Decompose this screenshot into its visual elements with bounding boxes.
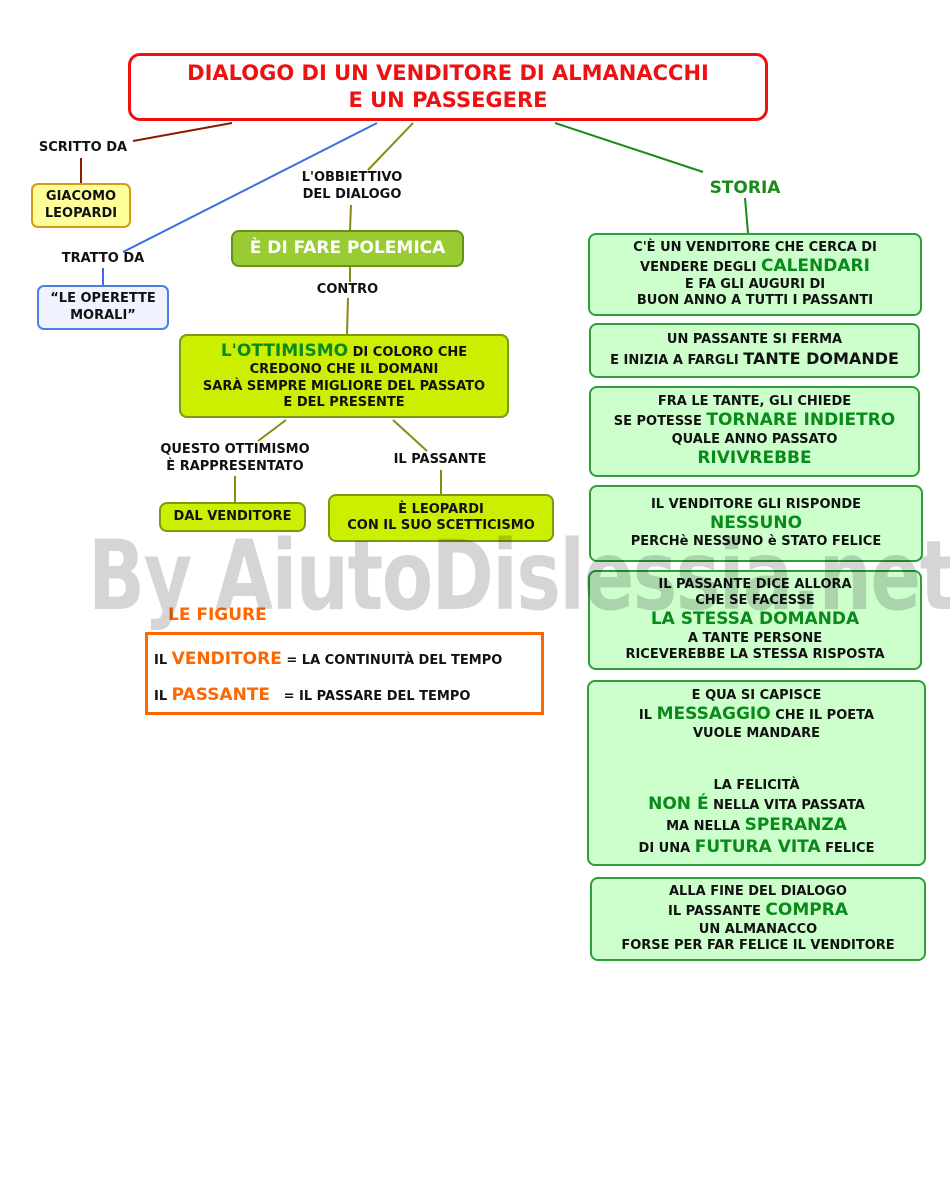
ottimismo-line-3: SARÀ SEMPRE MIGLIORE DEL PASSATO [202,378,486,394]
ottimismo-box: L'OTTIMISMO DI COLORO CHE CREDONO CHE IL… [179,334,509,418]
storia-1-line-4: BUON ANNO A TUTTI I PASSANTI [636,293,874,309]
watermark: By AiutoDislessia.net [88,520,950,632]
storia-3-line-1: FRA LE TANTE, GLI CHIEDE [657,394,852,409]
storia-3-line-2-pre: SE POTESSE [613,414,707,430]
storia-6-highlight-4: FUTURA VITA [694,836,821,857]
figure-row-venditore: IL VENDITORE = LA CONTINUITÀ DEL TEMPO [154,649,502,669]
rappresentato-line-2: È RAPPRESENTATO [166,458,304,474]
polemica-box: È DI FARE POLEMICA [231,230,464,267]
contro-label: CONTRO [316,282,379,297]
figure-row-1-key: VENDITORE [171,649,282,669]
storia-2-emphasis: TANTE DOMANDE [743,348,899,368]
storia-6-line-6-pre: MA NELLA [666,819,745,835]
ottimismo-line-2: CREDONO CHE IL DOMANI [249,362,439,378]
storia-7-line-3: UN ALMANACCO [698,921,818,937]
il-passante-label: IL PASSANTE [393,452,487,467]
figure-row-1-pre: IL [154,653,172,668]
storia-3-highlight-2: RIVIVREBBE [697,447,812,468]
storia-2-line-1: UN PASSANTE SI FERMA [666,332,843,348]
storia-6-line-2-pre: IL [638,708,657,724]
storia-6-line-2-post: CHE IL POETA [770,708,875,724]
storia-7-line-1: ALLA FINE DEL DIALOGO [669,884,847,899]
author-line-1: GIACOMO [45,189,117,205]
storia-6-highlight-2: NON É [648,794,709,814]
storia-box-2: UN PASSANTE SI FERMA E INIZIA A FARGLI T… [589,323,920,378]
storia-box-3: FRA LE TANTE, GLI CHIEDE SE POTESSE TORN… [589,386,920,477]
storia-1-line-2-pre: VENDERE DEGLI [640,259,761,275]
storia-7-line-2-pre: IL PASSANTE [668,904,766,920]
storia-4-line-3: PERCHè NESSUNO è STATO FELICE [630,534,882,550]
storia-5-line-2: CHE SE FACESSE [695,593,815,609]
storia-5-line-1: IL PASSANTE DICE ALLORA [658,576,852,592]
figure-row-2-post: = IL PASSARE DEL TEMPO [270,689,471,704]
storia-box-1: C'È UN VENDITORE CHE CERCA DI VENDERE DE… [588,233,922,316]
storia-1-line-1: C'È UN VENDITORE CHE CERCA DI [633,239,877,255]
storia-6-line-7-pre: DI UNA [638,840,695,856]
storia-6-line-1: E QUA SI CAPISCE [691,688,822,703]
opera-line-1: “LE OPERETTE [50,291,156,307]
storia-3-highlight-1: TORNARE INDIETRO [706,410,896,431]
storia-5-highlight: LA STESSA DOMANDA [650,609,860,630]
storia-box-6: E QUA SI CAPISCE IL MESSAGGIO CHE IL POE… [587,680,926,866]
storia-4-line-1: IL VENDITORE GLI RISPONDE [650,496,862,512]
storia-6-line-5-post: NELLA VITA PASSATA [708,798,865,813]
opera-box: “LE OPERETTE MORALI” [37,285,169,330]
storia-1-highlight: CALENDARI [760,255,870,276]
storia-box-5: IL PASSANTE DICE ALLORA CHE SE FACESSE L… [588,570,922,670]
ottimismo-line-4: E DEL PRESENTE [283,394,405,410]
ottimismo-rest: DI COLORO CHE [348,345,468,360]
storia-6-line-3: VUOLE MANDARE [693,725,820,741]
venditore-box: DAL VENDITORE [159,502,306,532]
figure-row-1-post: = LA CONTINUITÀ DEL TEMPO [281,653,503,668]
storia-5-line-4: A TANTE PERSONE [687,630,823,646]
storia-6-line-7-post: FELICE [820,840,875,856]
storia-3-line-3: QUALE ANNO PASSATO [671,431,838,447]
storia-6-highlight-3: SPERANZA [744,815,847,836]
venditore-text: DAL VENDITORE [173,508,292,524]
storia-7-highlight: COMPRA [765,900,848,921]
storia-7-line-4: FORSE PER FAR FELICE IL VENDITORE [621,937,895,953]
storia-5-line-5: RICEVEREBBE LA STESSA RISPOSTA [625,646,885,662]
title-line-2: E UN PASSEGERE [348,88,548,112]
author-box: GIACOMO LEOPARDI [31,183,131,228]
figure-row-2-pre: IL [154,689,172,704]
storia-box-7: ALLA FINE DEL DIALOGO IL PASSANTE COMPRA… [590,877,926,961]
author-line-2: LEOPARDI [44,205,118,221]
leopardi-box: È LEOPARDI CON IL SUO SCETTICISMO [328,494,554,542]
storia-2-line-2-pre: E INIZIA A FARGLI [610,352,744,368]
storia-box-4: IL VENDITORE GLI RISPONDE NESSUNO PERCHè… [589,485,923,562]
storia-4-highlight: NESSUNO [709,512,803,533]
figure-heading: LE FIGURE [168,605,267,625]
storia-1-line-3: E FA GLI AUGURI DI [684,277,826,292]
opera-line-2: MORALI” [70,307,136,323]
storia-6-line-4: LA FELICITÀ [713,777,800,793]
figure-row-2-key: PASSANTE [171,685,271,705]
polemica-text: È DI FARE POLEMICA [249,237,446,258]
rappresentato-line-1: QUESTO OTTIMISMO [160,442,310,457]
figure-box: IL VENDITORE = LA CONTINUITÀ DEL TEMPO I… [145,632,544,715]
rappresentato-label: QUESTO OTTIMISMO È RAPPRESENTATO [140,442,330,476]
obiettivo-line-1: L'OBBIETTIVO [301,170,403,185]
scritto-da-label: SCRITTO DA [38,140,128,155]
ottimismo-highlight: L'OTTIMISMO [220,341,349,361]
obiettivo-line-2: DEL DIALOGO [302,186,402,202]
obiettivo-label: L'OBBIETTIVO DEL DIALOGO [282,170,422,204]
storia-heading: STORIA [709,178,781,198]
leopardi-line-1: È LEOPARDI [398,501,484,517]
tratto-da-label: TRATTO DA [61,251,145,266]
title-line-1: DIALOGO DI UN VENDITORE DI ALMANACCHI [187,60,709,85]
leopardi-line-2: CON IL SUO SCETTICISMO [347,518,535,533]
storia-6-highlight-1: MESSAGGIO [656,704,771,725]
figure-row-passante: IL PASSANTE = IL PASSARE DEL TEMPO [154,685,470,705]
title-box: DIALOGO DI UN VENDITORE DI ALMANACCHI E … [128,53,768,121]
